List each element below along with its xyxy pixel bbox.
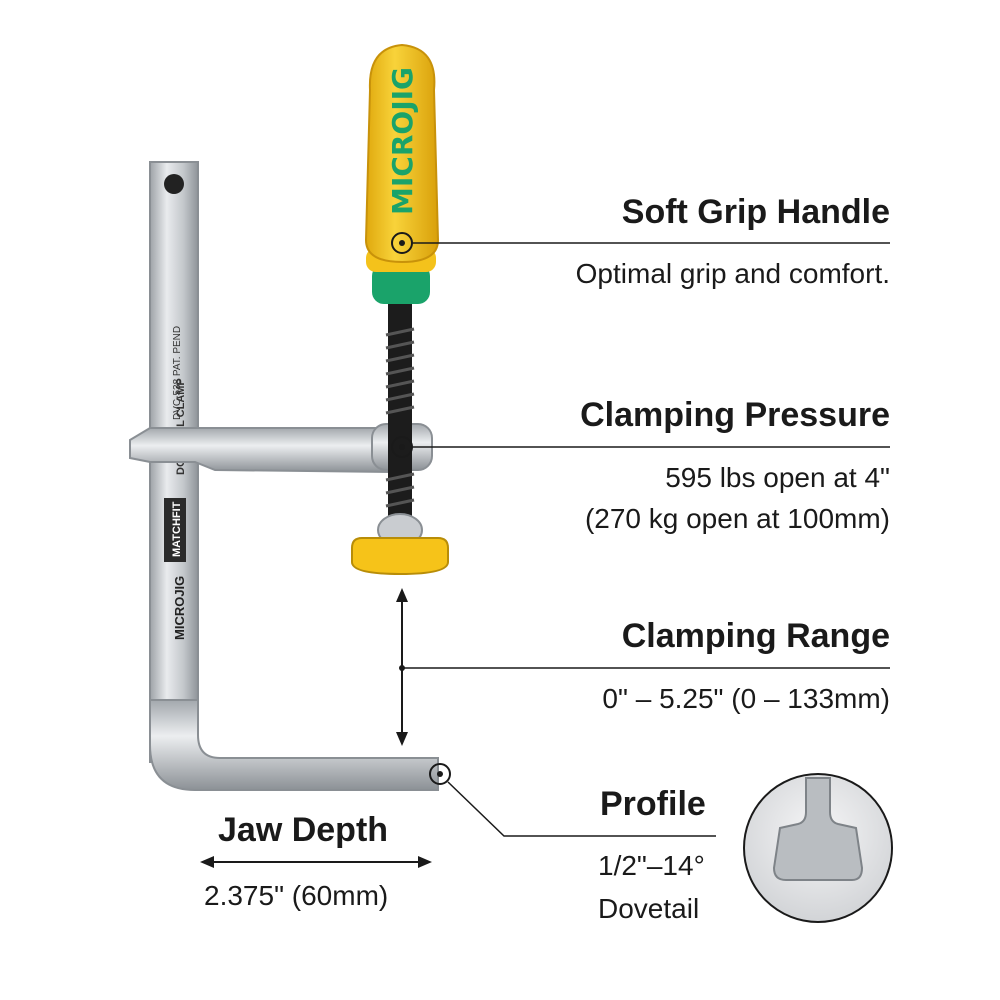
pressure-marker-dot — [399, 444, 405, 450]
profile-leader — [447, 781, 716, 837]
pressure-description-imperial: 595 lbs open at 4" — [665, 462, 890, 493]
range-description: 0" – 5.25" (0 – 133mm) — [602, 683, 890, 714]
fixed-jaw — [149, 699, 439, 791]
jaw-arrow-left — [200, 856, 214, 868]
grip-marker-dot — [399, 240, 405, 246]
profile-angle: 1/2"–14° — [598, 850, 705, 881]
handle-brand-text: MICROJIG — [386, 67, 419, 215]
profile-type: Dovetail — [598, 893, 700, 924]
grip-description: Optimal grip and comfort. — [575, 258, 890, 289]
jaw-arrow-right — [418, 856, 432, 868]
range-arrow-bottom — [396, 732, 408, 746]
matchfit-plate — [164, 498, 186, 562]
handle-green-ring — [372, 264, 430, 304]
range-arrow-top — [396, 588, 408, 602]
pressure-description-metric: (270 kg open at 100mm) — [584, 503, 890, 534]
bar-text-pat: DVC-538 PAT. PEND — [172, 326, 183, 420]
profile-shape — [772, 777, 864, 881]
pressure-title: Clamping Pressure — [580, 396, 890, 434]
profile-marker — [429, 763, 451, 785]
profile-marker-dot — [437, 771, 443, 777]
range-title: Clamping Range — [621, 617, 890, 655]
handle-grip — [364, 43, 440, 264]
jaw-depth-title: Jaw Depth — [218, 811, 389, 849]
jaw-depth-description: 2.375" (60mm) — [204, 880, 389, 911]
bar-text-matchfit: MATCHFIT — [171, 501, 183, 557]
profile-title: Profile — [600, 785, 706, 823]
screw-threads — [385, 327, 415, 508]
grip-title: Soft Grip Handle — [621, 193, 890, 231]
swivel-pad — [351, 537, 449, 576]
bar-text-brand: MICROJIG — [172, 576, 187, 640]
bar-end-screw — [164, 174, 184, 194]
